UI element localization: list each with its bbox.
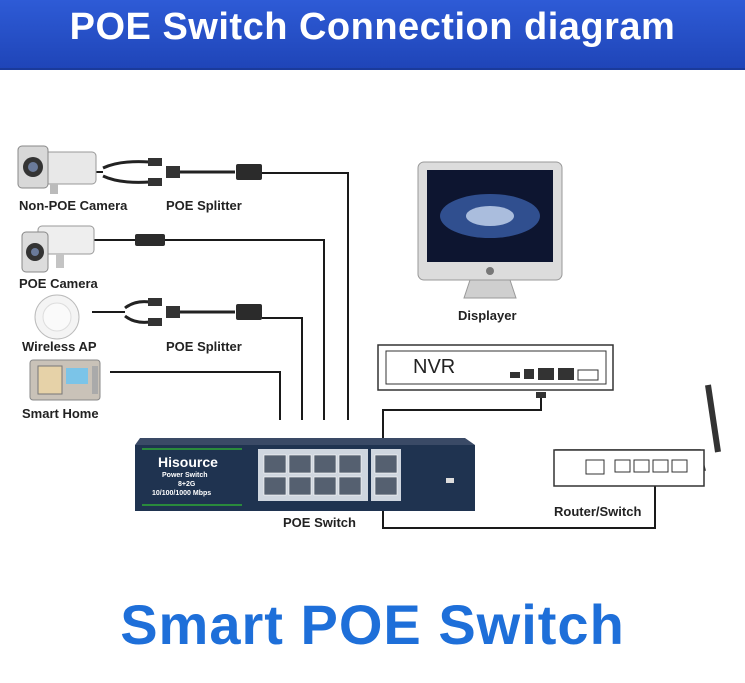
nvr-label: NVR <box>413 356 456 378</box>
poe-splitter-1 <box>102 158 262 186</box>
cable-wireless-ap <box>262 317 303 420</box>
label-smart-home: Smart Home <box>22 406 99 421</box>
cable-smart-home <box>110 371 281 420</box>
switch-model-line1: Power Switch <box>162 472 208 479</box>
label-poe-camera: POE Camera <box>19 276 98 291</box>
nvr-icon <box>377 344 614 398</box>
header-banner: POE Switch Connection diagram <box>0 0 745 70</box>
poe-switch-icon <box>135 438 475 511</box>
displayer-icon <box>417 161 563 299</box>
cable-non-poe-camera <box>262 172 349 420</box>
cable-router <box>382 482 656 529</box>
switch-model-line2: 8+2G <box>178 481 196 488</box>
smart-home-icon <box>29 359 101 401</box>
footer-title: Smart POE Switch <box>120 593 625 656</box>
label-non-poe-camera: Non-POE Camera <box>19 198 128 213</box>
label-poe-splitter-2: POE Splitter <box>166 339 242 354</box>
switch-brand: Hisource <box>158 454 218 470</box>
label-router: Router/Switch <box>554 504 642 519</box>
cable-nvr <box>382 398 542 440</box>
label-poe-switch: POE Switch <box>283 515 356 530</box>
wireless-ap-icon <box>34 294 80 340</box>
router-icon <box>553 384 721 487</box>
page-title: POE Switch Connection diagram <box>69 6 676 48</box>
cable-poe-camera <box>165 239 325 420</box>
label-wireless-ap: Wireless AP <box>22 339 97 354</box>
label-displayer: Displayer <box>458 308 517 323</box>
poe-camera-connector <box>135 234 165 246</box>
switch-model-line3: 10/100/1000 Mbps <box>152 490 212 497</box>
label-poe-splitter-1: POE Splitter <box>166 198 242 213</box>
non-poe-camera-icon <box>17 145 97 194</box>
poe-camera-icon <box>21 225 95 273</box>
poe-splitter-2 <box>124 298 262 326</box>
